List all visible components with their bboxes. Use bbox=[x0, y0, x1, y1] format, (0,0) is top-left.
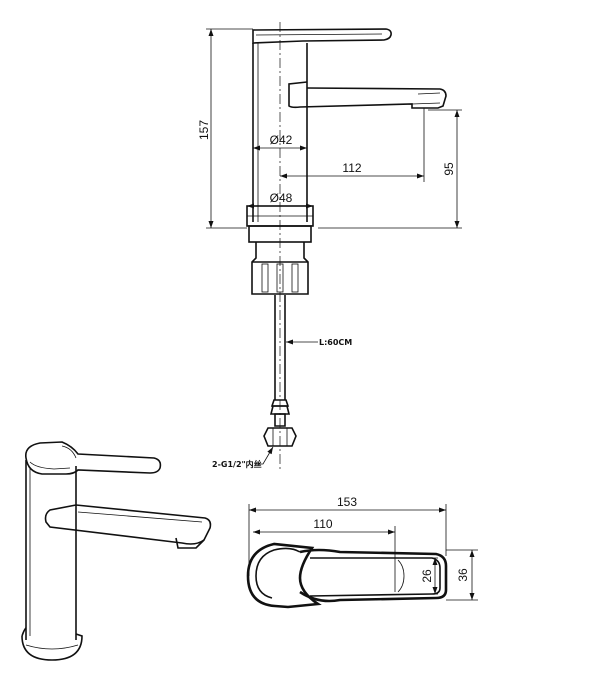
front-elevation-view bbox=[246, 22, 447, 470]
plan-view bbox=[246, 542, 448, 609]
dim-base-diameter: Ø48 bbox=[270, 191, 293, 205]
dim-height-total: 157 bbox=[197, 120, 211, 140]
label-thread-connector: 2-G1/2"内丝 bbox=[212, 459, 262, 469]
dim-plan-total-length: 153 bbox=[337, 495, 357, 509]
label-hose-length: L:60CM bbox=[319, 338, 352, 347]
dim-plan-reach: 110 bbox=[313, 517, 332, 531]
front-dimensions: 157 95 112 Ø42 Ø48 L:60CM 2-G1/2"内丝 bbox=[197, 28, 462, 469]
dim-plan-body-width: 36 bbox=[456, 568, 470, 582]
perspective-view bbox=[21, 441, 212, 661]
plan-dimensions: 153 110 26 36 bbox=[248, 495, 478, 601]
dim-outlet-height: 95 bbox=[442, 162, 456, 176]
dim-plan-spout-width: 26 bbox=[420, 569, 434, 583]
dim-spout-reach: 112 bbox=[342, 161, 361, 175]
dim-body-diameter: Ø42 bbox=[270, 133, 293, 147]
